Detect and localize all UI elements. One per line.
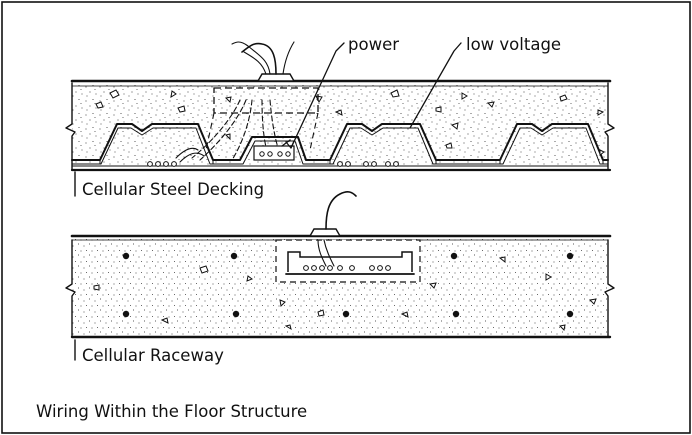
raceway-conductors	[303, 265, 391, 271]
raceway-access-zone	[275, 239, 421, 283]
power-cord-bottom	[325, 191, 357, 230]
steel-deck-profile	[71, 123, 609, 161]
aggregate-stones-top	[95, 89, 605, 156]
rebar-dots-top	[147, 161, 399, 167]
raceway-channel	[287, 251, 413, 272]
break-line-left-bottom	[65, 239, 76, 338]
section-title-cellular-raceway: Cellular Raceway	[82, 346, 224, 365]
power-leader-line	[290, 42, 345, 149]
callout-low-voltage: low voltage	[466, 35, 561, 54]
floor-outlet-box-dashed	[213, 87, 319, 114]
section-title-cellular-steel-decking: Cellular Steel Decking	[82, 180, 264, 199]
service-fitting	[256, 73, 296, 82]
low-voltage-leader-line	[409, 42, 462, 129]
break-line-right	[604, 82, 615, 171]
power-cord-top	[241, 42, 277, 75]
rebar-dots-bottom	[122, 252, 574, 318]
break-line-left	[65, 82, 76, 171]
figure-caption: Wiring Within the Floor Structure	[36, 402, 307, 421]
break-line-right-bottom	[604, 239, 615, 338]
callout-power: power	[348, 35, 399, 54]
cellular-steel-decking-section: power low voltage Cellular Steel Decking	[65, 35, 615, 199]
concrete-slab-top	[72, 83, 608, 169]
steel-deck-profile-inner	[71, 127, 609, 165]
raceway-service-fitting	[308, 228, 342, 237]
cellular-raceway-section: Cellular Raceway	[65, 191, 615, 365]
aggregate-stones-bottom	[93, 256, 597, 332]
